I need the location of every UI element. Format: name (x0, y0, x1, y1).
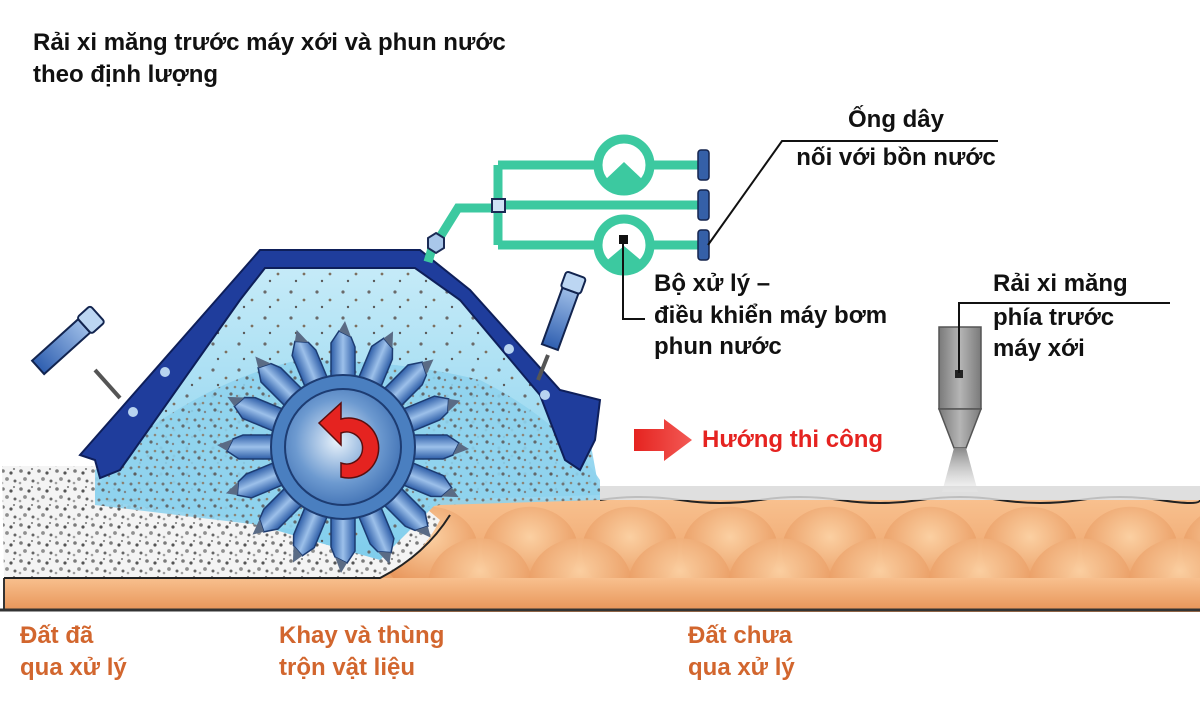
processor-label-line-2: điều khiển máy bơm (654, 301, 888, 329)
direction-label: Hướng thi công (702, 424, 883, 456)
leader-lines (622, 140, 1170, 373)
hose-label-line-2: nối với bồn nước (796, 143, 996, 171)
mixing-rotor (217, 321, 469, 573)
mixing-chamber-line-1: Khay và thùng (279, 622, 445, 649)
untreated-soil-line-1: Đất chưa (688, 622, 793, 649)
untreated-soil-label: Đất chưa qua xử lý (688, 620, 795, 683)
hose-label: Ống dây nối với bồn nước (790, 104, 1002, 173)
water-pump-assembly (423, 134, 700, 276)
title-line-2: theo định lượng (33, 60, 219, 88)
treated-soil-label: Đất đã qua xử lý (20, 620, 127, 683)
pump-details (427, 149, 710, 268)
processor-label: Bộ xử lý – điều khiển máy bơm phun nước (654, 268, 887, 363)
mixing-chamber-label: Khay và thùng trộn vật liệu (279, 620, 444, 683)
processor-label-line-3: phun nước (654, 333, 782, 361)
rotor-tooth (227, 396, 288, 434)
hydraulic-cylinder-left (30, 305, 122, 400)
cement-label-line-1: Rải xi măng (993, 270, 1128, 297)
cement-label-line-2: phía trước (993, 303, 1115, 331)
cement-spreader-label: Rải xi măng phía trước máy xới (993, 268, 1128, 365)
treated-soil-line-2: qua xử lý (20, 653, 127, 681)
base-soil-strip (0, 578, 1200, 612)
diagram-title: Rải xi măng trước máy xới và phun nước t… (33, 27, 506, 90)
direction-text: Hướng thi công (702, 426, 884, 453)
processor-label-line-1: Bộ xử lý – (654, 270, 771, 297)
treated-soil-line-1: Đất đã (20, 622, 94, 649)
rotation-arrow-icon (317, 401, 380, 479)
mixing-chamber-line-2: trộn vật liệu (279, 653, 416, 681)
hydraulic-cylinder-right (536, 270, 587, 381)
cement-hopper (937, 326, 983, 492)
arrow-right-icon (634, 419, 692, 461)
machine-housing (78, 249, 602, 480)
title-line-1: Rải xi măng trước máy xới và phun nước (33, 29, 506, 56)
untreated-soil-line-2: qua xử lý (688, 653, 795, 681)
hose-label-line-1: Ống dây (847, 106, 944, 133)
cement-label-line-3: máy xới (993, 335, 1085, 363)
